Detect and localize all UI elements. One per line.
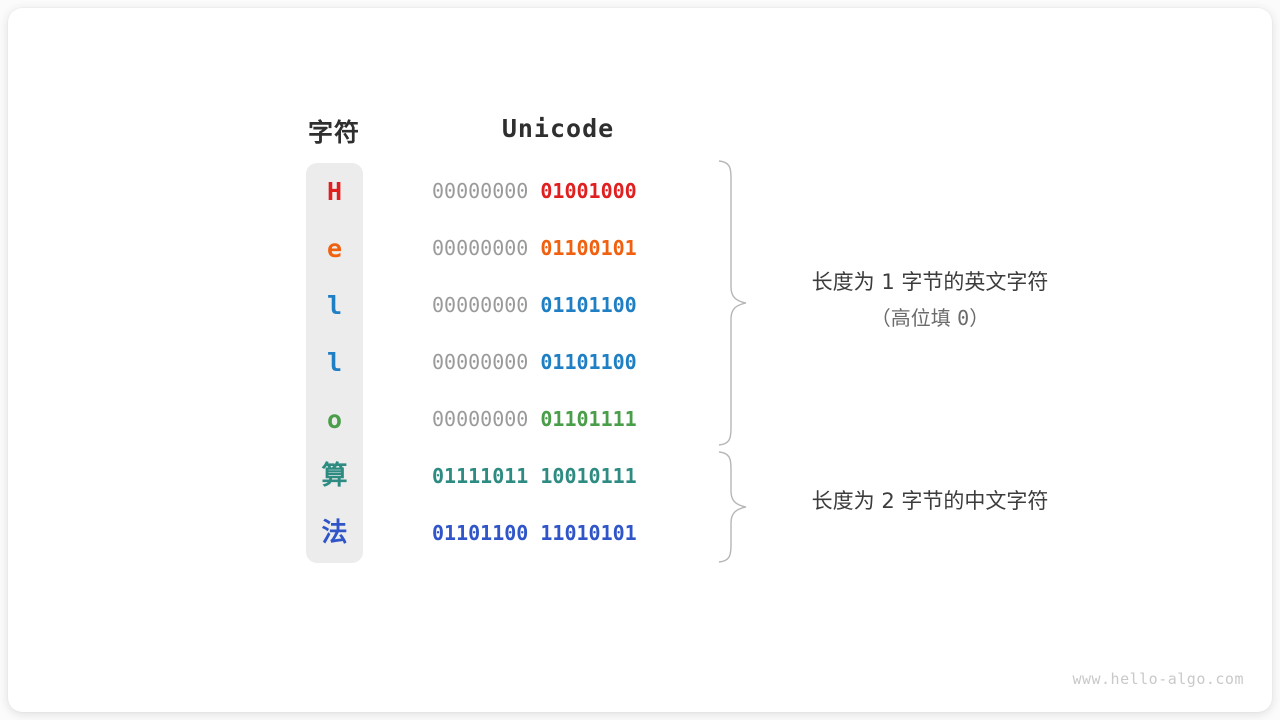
character-cell: H (326, 177, 343, 206)
high-byte: 01111011 (432, 464, 529, 488)
high-byte: 01101100 (432, 521, 529, 545)
byte-separator (528, 407, 540, 431)
high-byte: 00000000 (432, 293, 529, 317)
column-header-character: 字符 (307, 119, 360, 147)
low-byte: 01101111 (540, 407, 637, 431)
low-byte: 01101100 (540, 293, 637, 317)
annotation-single-byte-main: 长度为 1 字节的英文字符 (811, 270, 1049, 294)
character-cell: o (326, 405, 343, 434)
character-column-panel (306, 163, 363, 563)
annotation-single-byte: 长度为 1 字节的英文字符 （高位填 0） (760, 264, 1100, 336)
table-row: 法 01101100 11010101 (0, 505, 1264, 562)
table-row: l 00000000 01101100 (0, 277, 1264, 334)
unicode-code-cell: 00000000 01001000 (432, 163, 684, 220)
low-byte: 11010101 (540, 521, 637, 545)
unicode-code-cell: 00000000 01101100 (432, 277, 684, 334)
byte-separator (528, 521, 540, 545)
column-header-unicode: Unicode (501, 114, 615, 143)
table-row: H 00000000 01001000 (0, 163, 1264, 220)
annotation-double-byte-main: 长度为 2 字节的中文字符 (811, 489, 1049, 513)
brace-single-byte-group (718, 160, 747, 446)
character-cell: 法 (321, 518, 348, 548)
table-row: e 00000000 01100101 (0, 220, 1264, 277)
byte-separator (528, 464, 540, 488)
unicode-code-cell: 01111011 10010111 (432, 448, 684, 505)
high-byte: 00000000 (432, 407, 529, 431)
table-row: l 00000000 01101100 (0, 334, 1264, 391)
table-row: 算 01111011 10010111 (0, 448, 1264, 505)
character-cell: l (326, 348, 343, 377)
high-byte: 00000000 (432, 350, 529, 374)
byte-separator (528, 179, 540, 203)
annotation-sub-prefix: （高位填 (870, 306, 958, 330)
unicode-code-cell: 00000000 01101100 (432, 334, 684, 391)
unicode-code-cell: 01101100 11010101 (432, 505, 684, 562)
content-card (8, 8, 1272, 712)
unicode-code-cell: 00000000 01100101 (432, 220, 684, 277)
table-row: o 00000000 01101111 (0, 391, 1264, 448)
annotation-double-byte: 长度为 2 字节的中文字符 (760, 483, 1100, 519)
high-byte: 00000000 (432, 236, 529, 260)
character-cell: l (326, 291, 343, 320)
character-cell: 算 (321, 461, 348, 491)
annotation-sub-value: 0 (957, 306, 970, 330)
watermark: www.hello-algo.com (1072, 670, 1244, 688)
annotation-single-byte-sub: （高位填 0） (760, 300, 1100, 336)
high-byte: 00000000 (432, 179, 529, 203)
brace-double-byte-group (718, 451, 747, 563)
annotation-sub-suffix: ） (969, 306, 990, 330)
low-byte: 01001000 (540, 179, 637, 203)
unicode-code-cell: 00000000 01101111 (432, 391, 684, 448)
low-byte: 01100101 (540, 236, 637, 260)
byte-separator (528, 350, 540, 374)
low-byte: 01101100 (540, 350, 637, 374)
byte-separator (528, 293, 540, 317)
low-byte: 10010111 (540, 464, 637, 488)
byte-separator (528, 236, 540, 260)
character-cell: e (326, 234, 343, 263)
